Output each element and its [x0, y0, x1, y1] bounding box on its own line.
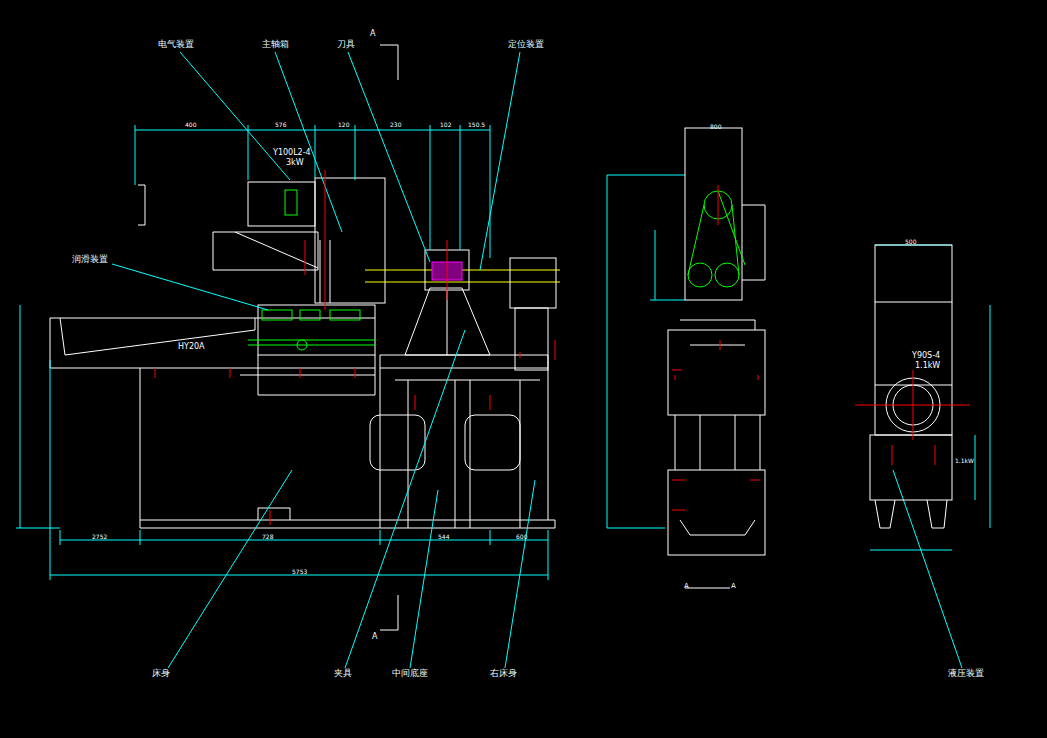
section-letter: A [372, 633, 377, 641]
callout-label: 液压装置 [948, 669, 984, 678]
dimension-text: 544 [438, 534, 449, 540]
side-view [668, 128, 765, 555]
section-letter: A [370, 30, 375, 38]
motor-model: Y90S-4 [912, 352, 940, 360]
callout-label: 主轴箱 [262, 40, 289, 49]
machine-model: HY20A [178, 343, 205, 351]
section-letter: A [684, 583, 689, 590]
center-lines [155, 170, 970, 525]
dimension-text: 728 [262, 534, 273, 540]
callout-label: 右床身 [490, 669, 517, 678]
dimension-text: 600 [516, 534, 527, 540]
callout-label: 中间底座 [392, 669, 428, 678]
section-marks [380, 45, 398, 630]
callout-label: 刀具 [337, 40, 355, 49]
dimension-text: 5753 [292, 569, 307, 575]
section-letter: A [731, 583, 736, 590]
dimension-text: 800 [710, 124, 721, 130]
callout-label: 床身 [152, 669, 170, 678]
dimension-text: 150.5 [468, 122, 485, 128]
dimension-text: 576 [275, 122, 286, 128]
main-view [50, 178, 560, 528]
callout-label: 夹具 [334, 669, 352, 678]
hydraulic-view [870, 245, 952, 528]
pulleys [688, 191, 745, 287]
callout-label: 电气装置 [158, 40, 194, 49]
dimension-text: 230 [390, 122, 401, 128]
leader-lines [112, 52, 962, 668]
dimension-text: 400 [185, 122, 196, 128]
motor-power: 1.1kW [915, 362, 940, 370]
motor-model: Y100L2-4 [273, 149, 311, 157]
dimension-text: 2752 [92, 534, 107, 540]
callout-label: 定位装置 [508, 40, 544, 49]
callout-label: 润滑装置 [72, 255, 108, 264]
dimension-text: 102 [440, 122, 451, 128]
dimension-text: 500 [905, 239, 916, 245]
dimension-text: 1.1kW [955, 458, 974, 464]
dimension-lines [16, 125, 990, 588]
motor-power: 3kW [286, 159, 304, 167]
dimension-text: 120 [338, 122, 349, 128]
